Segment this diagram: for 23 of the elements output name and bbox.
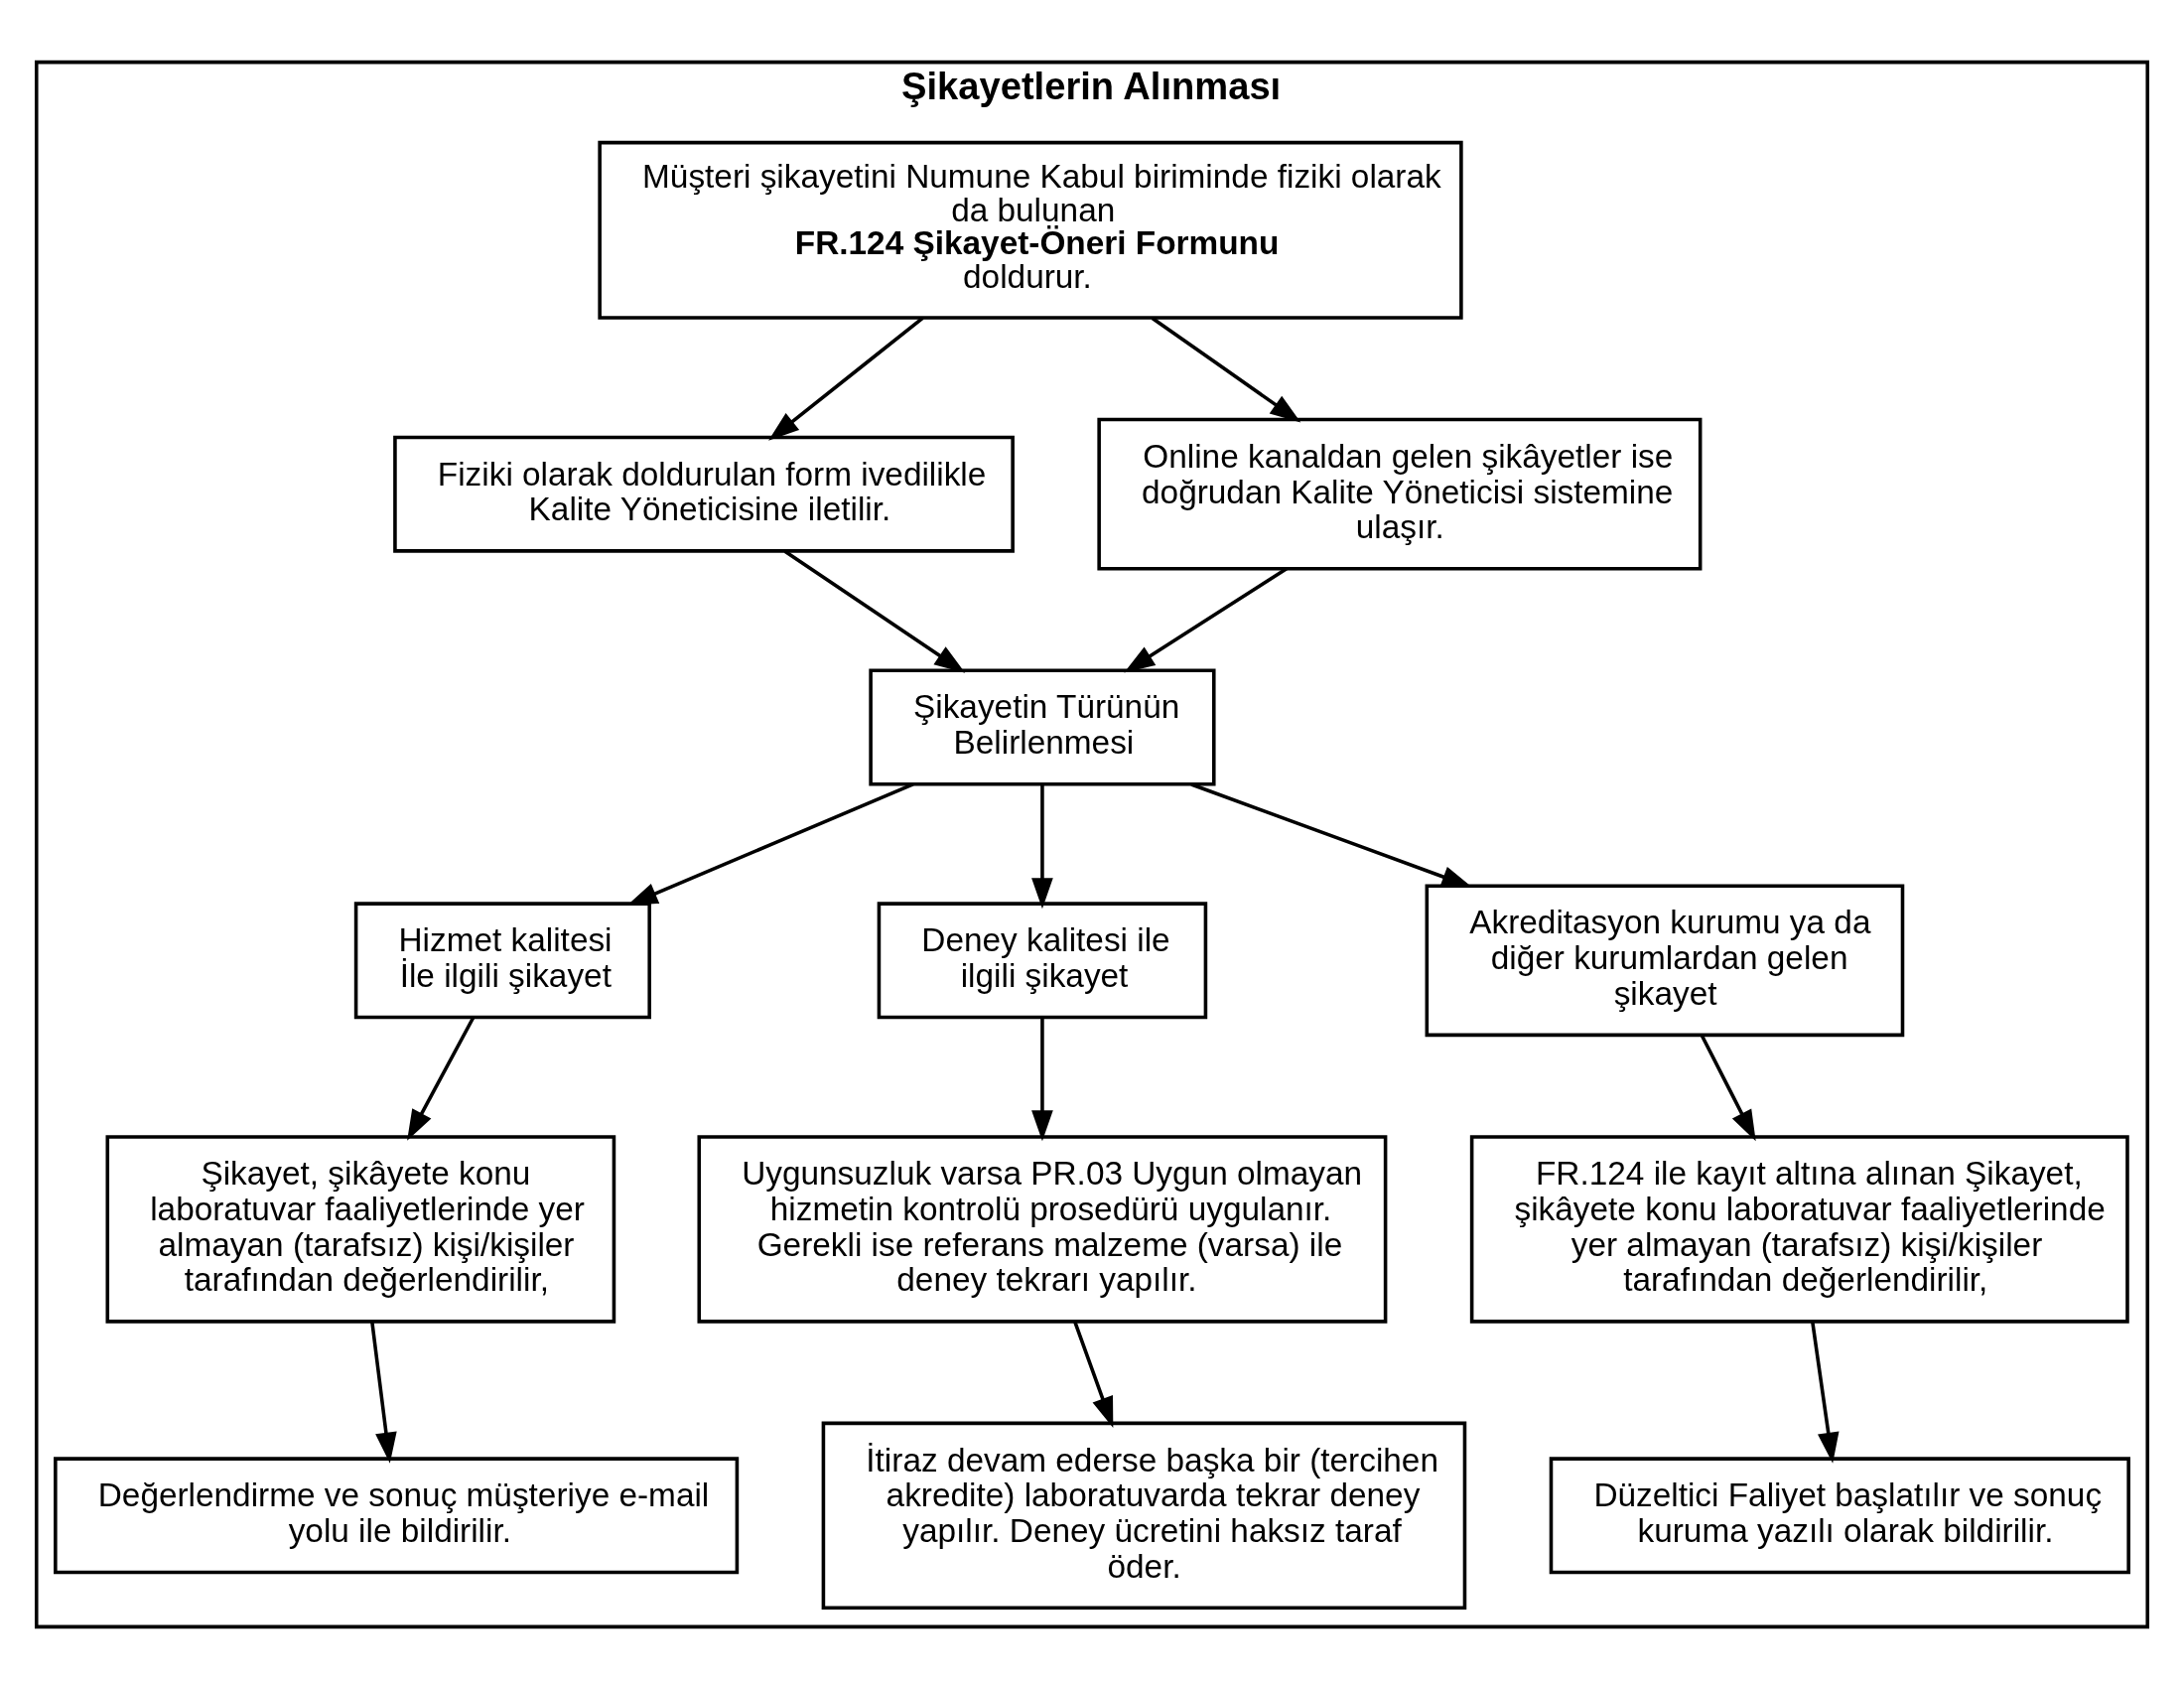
- arrow: [1811, 1321, 1840, 1464]
- node-box: Fiziki olarak doldurulan form ivedilikle Kalite Yöneticisine iletilir.: [393, 435, 1015, 553]
- arrow: [407, 1016, 476, 1141]
- node-box: Müşteri şikayetini Numune Kabul biriminde fiziki olarak da bulunan FR.124 Şikayet-Öneri Formunu doldurur.: [598, 140, 1463, 320]
- arrow: [768, 316, 924, 441]
- node-box: Online kanaldan gelen şikâyetler ise doğrudan Kalite Yöneticisi sistemine ulaşır.: [1097, 417, 1703, 571]
- node-box: Şikayetin Türünün Belirlenmesi: [869, 668, 1216, 785]
- node-box: FR.124 ile kayıt altına alınan Şikayet, şikâyete konu laboratuvar faaliyetlerinde yer almayan (tarafsız) kişi/kişiler tarafından değerlendirilir,: [1469, 1134, 2129, 1324]
- arrow: [1700, 1034, 1756, 1141]
- node-box: İtiraz devam ederse başka bir (tercihen akredite) laboratuvarda tekrar deney yapılır. Deney ücretini haksız taraf öder.: [821, 1421, 1467, 1610]
- arrow: [370, 1321, 397, 1464]
- node-box: Uygunsuzluk varsa PR.03 Uygun olmayan hizmetin kontrolü prosedürü uygulanır. Gerekli ise referans malzeme (varsa) ile deney tekrarı yapılır.: [697, 1134, 1388, 1324]
- arrow: [1073, 1321, 1114, 1428]
- arrow: [783, 549, 966, 673]
- node-box: Akreditasyon kurumu ya da diğer kurumlardan gelen şikayet: [1425, 883, 1905, 1037]
- arrow: [1031, 784, 1053, 909]
- node-box: Değerlendirme ve sonuç müşteriye e-mail yolu ile bildirilir.: [54, 1456, 740, 1574]
- node-box: Deney kalitesi ile ilgili şikayet: [877, 901, 1208, 1019]
- arrow: [1151, 316, 1301, 422]
- arrow: [1031, 1017, 1053, 1141]
- node-box: Hizmet kalitesi İle ilgili şikayet: [353, 901, 651, 1019]
- node-box: Şikayet, şikâyete konu laboratuvar faaliyetlerinde yer almayan (tarafsız) kişi/kişiler tarafından değerlendirilir,: [105, 1134, 616, 1324]
- node-box: Düzeltici Faliyet başlatılır ve sonuç kuruma yazılı olarak bildirilir.: [1549, 1456, 2130, 1574]
